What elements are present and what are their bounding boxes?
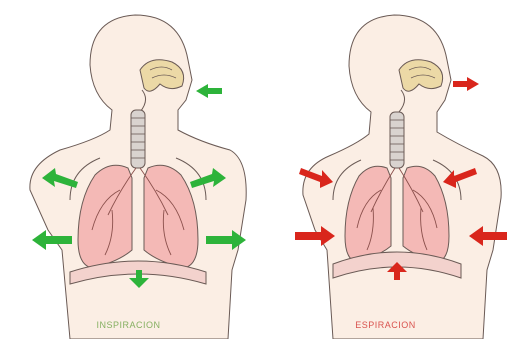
inspiration-caption: INSPIRACION xyxy=(0,320,257,330)
arrow-nose-out xyxy=(453,77,479,91)
expiration-diagram xyxy=(257,0,514,339)
trachea xyxy=(131,110,145,168)
arrow-nose-in xyxy=(196,84,222,98)
inspiration-diagram xyxy=(0,0,257,339)
expiration-panel: ESPIRACION xyxy=(257,0,514,339)
body-silhouette xyxy=(303,15,501,339)
expiration-caption: ESPIRACION xyxy=(257,320,514,330)
inspiration-panel: INSPIRACION xyxy=(0,0,257,339)
